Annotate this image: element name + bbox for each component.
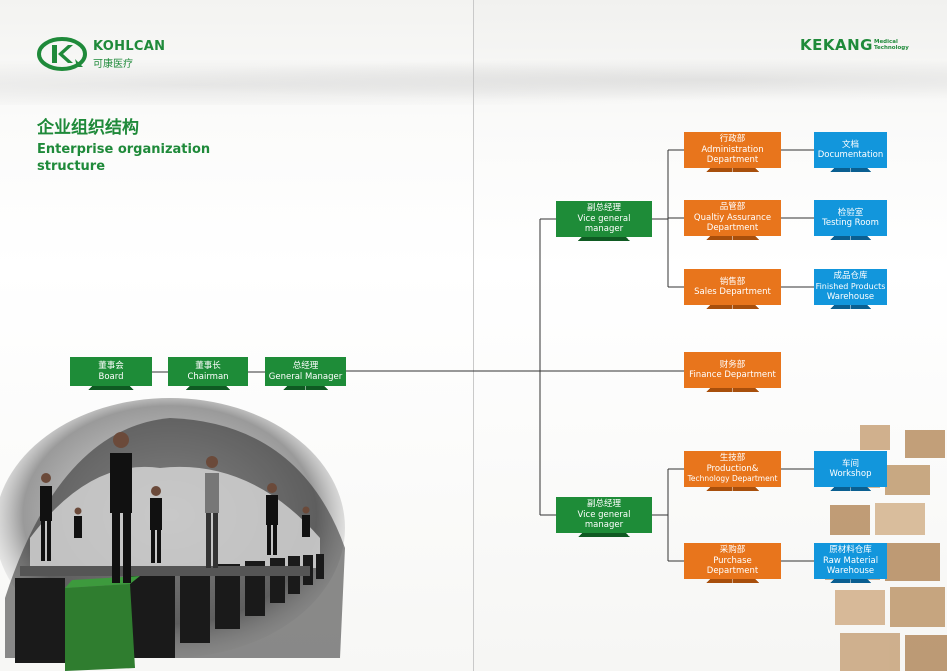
node-chairman-cn: 董事长 (195, 361, 221, 371)
node-admin-cn: 行政部 (719, 134, 746, 145)
node-board-cn: 董事会 (98, 361, 124, 371)
node-vgm1-en1: Vice general (577, 213, 631, 224)
node-production-cn: 生技部 (719, 453, 746, 464)
mountain-mist (0, 55, 947, 105)
node-workshop[interactable]: 车间 Workshop (814, 451, 887, 491)
node-purchase-en1: Purchase (713, 555, 752, 566)
node-vgm2-en1: Vice general (577, 509, 631, 520)
node-chairman-en: Chairman (187, 371, 229, 382)
node-finished-en2: Warehouse (826, 292, 875, 303)
node-sales-en: Sales Department (694, 287, 771, 297)
node-finished-warehouse[interactable]: 成品仓库 Finished Products Warehouse (814, 269, 887, 309)
node-raw-en2: Warehouse (826, 566, 875, 577)
node-workshop-en: Workshop (829, 469, 872, 479)
node-workshop-cn: 车间 (841, 458, 859, 469)
title-chinese: 企业组织结构 (37, 118, 139, 138)
node-finished-en1: Finished Products (815, 281, 886, 291)
business-team-illustration (0, 398, 345, 671)
node-vgm1-cn: 副总经理 (586, 203, 621, 214)
node-purchase-en2: Department (706, 566, 759, 577)
node-finance-en: Finance Department (689, 370, 776, 380)
node-raw-cn: 原材料仓库 (829, 545, 872, 556)
node-testing-room[interactable]: 检验室 Testing Room (814, 200, 887, 240)
node-gm-en: General Manager (268, 371, 343, 382)
node-admin-en2: Department (706, 155, 759, 166)
kohlcan-logo: KOHLCAN 可康医疗 (37, 37, 165, 71)
node-administration[interactable]: 行政部 Administration Department (684, 132, 781, 172)
node-doc-en: Documentation (817, 150, 884, 160)
kohlcan-name-cn: 可康医疗 (93, 58, 133, 70)
kohlcan-name: KOHLCAN (93, 38, 166, 54)
node-vgm2-cn: 副总经理 (586, 499, 621, 510)
node-finished-cn: 成品仓库 (833, 271, 868, 282)
kekang-logo: KEKANG Medical Technology (800, 36, 909, 54)
node-vgm1-en2: manager (584, 224, 624, 235)
node-production-en2: Technology Department (687, 474, 778, 484)
node-purchase[interactable]: 采购部 Purchase Department (684, 543, 781, 583)
node-sales[interactable]: 销售部 Sales Department (684, 269, 781, 309)
node-vice-gm-1[interactable]: 副总经理 Vice general manager (556, 201, 652, 241)
node-chairman[interactable]: 董事长 Chairman (168, 357, 248, 390)
node-vice-gm-2[interactable]: 副总经理 Vice general manager (556, 497, 652, 537)
node-production-en1: Production& (706, 463, 759, 474)
node-quality-assurance[interactable]: 品管部 Qualtiy Assurance Department (684, 200, 781, 240)
node-raw-material-warehouse[interactable]: 原材料仓库 Raw Material Warehouse (814, 543, 887, 583)
node-general-manager[interactable]: 总经理 General Manager (265, 357, 346, 390)
node-testing-cn: 检验室 (837, 207, 864, 218)
node-vgm2-en2: manager (584, 520, 624, 531)
node-finance-cn: 财务部 (719, 359, 746, 370)
node-qa-en2: Department (706, 223, 759, 234)
kekang-sub-medical: Medical (873, 39, 898, 45)
node-board-en: Board (98, 371, 124, 382)
node-finance[interactable]: 财务部 Finance Department (684, 352, 781, 392)
kekang-name: KEKANG (800, 36, 873, 54)
kekang-sub-technology: Technology (873, 45, 909, 51)
kekang-subtitle: Medical Technology (874, 39, 909, 51)
node-gm-cn: 总经理 (292, 361, 319, 371)
node-production[interactable]: 生技部 Production& Technology Department (684, 451, 781, 491)
node-board[interactable]: 董事会 Board (70, 357, 152, 390)
node-doc-cn: 文档 (841, 139, 859, 150)
page-fold (473, 0, 474, 671)
node-testing-en: Testing Room (822, 218, 879, 228)
node-raw-en1: Raw Material (822, 555, 879, 566)
node-qa-en1: Qualtiy Assurance (693, 212, 772, 223)
node-purchase-cn: 采购部 (719, 545, 746, 556)
node-admin-en1: Administration (701, 144, 764, 155)
title-english: Enterprise organization structure (37, 142, 211, 174)
node-documentation[interactable]: 文档 Documentation (814, 132, 887, 172)
kohlcan-emblem-icon (37, 37, 87, 71)
node-sales-cn: 销售部 (719, 276, 746, 287)
node-qa-cn: 品管部 (719, 202, 746, 213)
